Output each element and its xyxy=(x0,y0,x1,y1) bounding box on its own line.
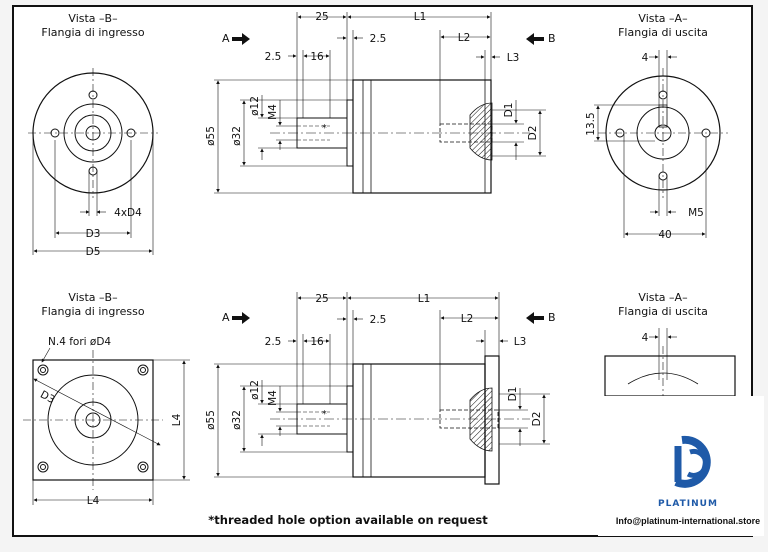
top-arrow-b-label: B xyxy=(548,32,556,45)
top-dia-55: ø55 xyxy=(205,126,217,146)
bottom-dia-55: ø55 xyxy=(205,410,217,430)
platinum-logo xyxy=(674,435,711,488)
top-d5-label: D5 xyxy=(86,246,101,258)
top-dim-l1: L1 xyxy=(414,11,427,23)
top-view-b-subtitle: Flangia di ingresso xyxy=(41,26,144,39)
brand-card: PLATINUM xyxy=(598,396,764,536)
top-view-a-subtitle: Flangia di uscita xyxy=(618,26,708,39)
top-dia-32: ø32 xyxy=(231,126,243,146)
bottom-dim-16: 16 xyxy=(310,336,324,348)
bottom-star: * xyxy=(322,409,327,420)
top-dim-16: 16 xyxy=(310,51,324,63)
top-view-b-title: Vista –B– xyxy=(68,12,117,25)
top-view-a-dim-40: 40 xyxy=(658,229,671,241)
top-view-a: Vista –A– Flangia di uscita 4 13.5 M5 40 xyxy=(585,12,728,241)
bottom-view-a: Vista –A– Flangia di uscita 4 xyxy=(604,291,736,397)
bottom-dim-l1: L1 xyxy=(418,293,431,305)
top-holes-label: 4xD4 xyxy=(114,207,142,219)
top-dia-12: ø12 xyxy=(249,96,261,116)
brand-name: PLATINUM xyxy=(658,499,718,509)
top-side-view: A B * 25 L1 2.5 2.5 16 xyxy=(205,11,556,194)
bottom-view-b-subtitle: Flangia di ingresso xyxy=(41,305,144,318)
bottom-view-a-title: Vista –A– xyxy=(638,291,687,304)
top-d2: D2 xyxy=(527,126,539,141)
bottom-dim-l3: L3 xyxy=(514,336,527,348)
top-star: * xyxy=(322,123,327,134)
bottom-dim-25: 25 xyxy=(315,293,328,305)
top-dim-2-5-right: 2.5 xyxy=(370,33,387,45)
top-dim-l2: L2 xyxy=(458,32,471,44)
top-m4: M4 xyxy=(267,104,279,120)
top-arrow-b-icon xyxy=(526,33,544,45)
top-d3-label: D3 xyxy=(86,228,101,240)
top-view-a-m5: M5 xyxy=(688,207,704,219)
top-dim-25: 25 xyxy=(315,11,328,23)
bottom-view-a-subtitle: Flangia di uscita xyxy=(618,305,708,318)
top-view-a-dim-4: 4 xyxy=(642,52,649,64)
bottom-m4: M4 xyxy=(267,390,279,406)
bottom-l4-bottom: L4 xyxy=(87,495,100,507)
bottom-dia-12: ø12 xyxy=(249,380,261,400)
bottom-dim-2-5-left: 2.5 xyxy=(265,336,282,348)
bottom-arrow-b-label: B xyxy=(548,311,556,324)
bottom-l4-right: L4 xyxy=(171,413,183,426)
top-dim-2-5-left: 2.5 xyxy=(265,51,282,63)
top-view-a-dim-13-5: 13.5 xyxy=(585,112,597,135)
bottom-view-b: Vista –B– Flangia di ingresso N.4 fori ø… xyxy=(23,291,190,507)
bottom-arrow-a-label: A xyxy=(222,311,230,324)
bottom-view-b-title: Vista –B– xyxy=(68,291,117,304)
top-arrow-a-icon xyxy=(232,33,250,45)
threaded-hole-note: *threaded hole option available on reque… xyxy=(208,513,488,527)
bottom-view-a-dim-4: 4 xyxy=(642,332,649,344)
bottom-arrow-a-icon xyxy=(232,312,250,324)
bottom-dia-32: ø32 xyxy=(231,410,243,430)
contact-email[interactable]: Info@platinum-international.store xyxy=(616,516,760,526)
top-view-b: Vista –B– Flangia di ingresso 4xD4 D3 D5 xyxy=(28,12,158,258)
top-arrow-a-label: A xyxy=(222,32,230,45)
bottom-side-view: A B * 25 L1 2.5 2.5 16 L2 xyxy=(205,292,556,485)
bottom-dim-l2: L2 xyxy=(461,313,474,325)
bottom-arrow-b-icon xyxy=(526,312,544,324)
bottom-holes-label: N.4 fori øD4 xyxy=(48,336,111,348)
bottom-dim-2-5-right: 2.5 xyxy=(370,314,387,326)
top-view-a-title: Vista –A– xyxy=(638,12,687,25)
top-dim-l3: L3 xyxy=(507,52,520,64)
bottom-d2: D2 xyxy=(531,412,543,427)
